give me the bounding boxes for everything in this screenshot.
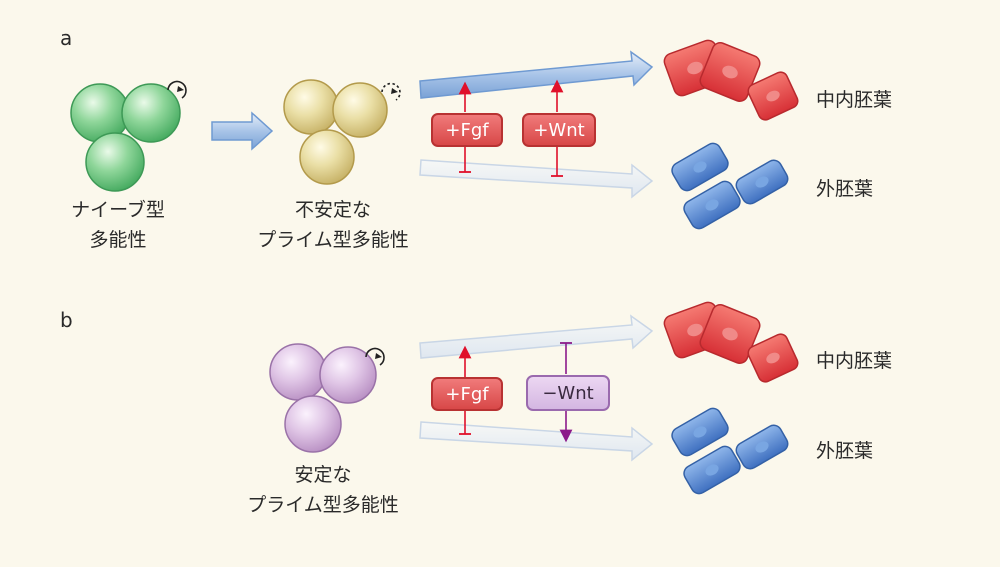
self-renew-icon (167, 80, 187, 99)
wnt-tag-b: −Wnt (526, 375, 610, 411)
stable-caption-line2: プライム型多能性 (247, 494, 399, 516)
self-renew-arrowhead (177, 86, 184, 92)
nucleus (705, 199, 719, 211)
stable-caption: 安定な プライム型多能性 (213, 460, 433, 520)
fate-mesendoderm-b: 中内胚葉 (816, 350, 893, 372)
weak-arrow-mesendoderm-b (419, 314, 654, 359)
nucleus (687, 61, 703, 75)
fgf-tag-a: +Fgf (431, 113, 503, 147)
nucleus (687, 323, 703, 337)
unstable-cell (283, 79, 339, 135)
stable-cell (319, 346, 377, 404)
stable-cell (269, 343, 327, 401)
ectoderm-cells-b (671, 407, 789, 495)
strong-arrow-mesendoderm (419, 50, 654, 99)
naive-cell (121, 83, 181, 143)
weak-arrow-ectoderm (419, 159, 654, 199)
nucleus (766, 90, 780, 102)
transition-arrow (211, 111, 274, 151)
weak-arrow-ectoderm-b (419, 421, 654, 462)
panel-a-label: a (60, 26, 73, 50)
unstable-cell-cluster (283, 79, 401, 185)
fate-ectoderm-b: 外胚葉 (816, 440, 874, 462)
nucleus (755, 176, 769, 188)
stable-cell-cluster (269, 343, 385, 453)
naive-cell (85, 132, 145, 192)
panel-b-label: b (60, 308, 73, 332)
fate-ectoderm-a: 外胚葉 (816, 178, 874, 200)
fate-mesendoderm-a: 中内胚葉 (816, 89, 893, 111)
stable-self-renew-arrowhead (375, 353, 382, 359)
nucleus (766, 352, 780, 364)
unstable-cell (299, 129, 355, 185)
ectoderm-cells-a (671, 142, 789, 230)
nucleus (705, 464, 719, 476)
naive-caption-line2: 多能性 (89, 229, 147, 251)
unstable-self-renew-arrowhead (391, 88, 398, 94)
unstable-caption-line2: プライム型多能性 (257, 229, 409, 251)
nucleus (755, 441, 769, 453)
stable-caption-line1: 安定な (294, 464, 352, 486)
nucleus (722, 65, 738, 79)
nucleus (722, 327, 738, 341)
stable-self-renew-icon (365, 347, 385, 366)
mesendoderm-cells-a (663, 39, 799, 121)
unstable-cell (332, 82, 388, 138)
naive-caption-line1: ナイーブ型 (71, 199, 165, 221)
naive-caption: ナイーブ型 多能性 (8, 195, 228, 255)
stable-cell (284, 395, 342, 453)
wnt-tag-a: +Wnt (522, 113, 596, 147)
fgf-tag-b: +Fgf (431, 377, 503, 411)
nucleus (693, 161, 707, 173)
mesendoderm-cells-b (663, 301, 799, 383)
naive-cell-cluster (70, 80, 187, 192)
unstable-caption-line1: 不安定な (294, 199, 371, 221)
unstable-self-renew-icon (381, 82, 401, 101)
nucleus (693, 426, 707, 438)
unstable-caption: 不安定な プライム型多能性 (223, 195, 443, 255)
